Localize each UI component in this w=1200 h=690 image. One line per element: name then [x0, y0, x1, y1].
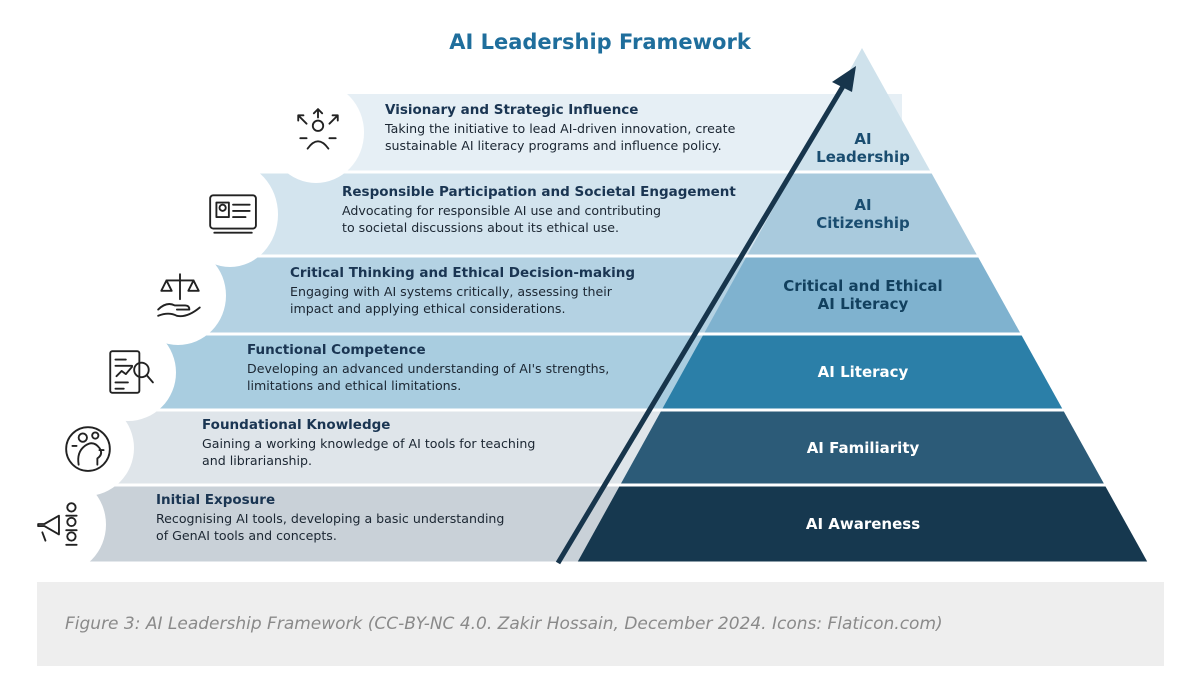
tier-desc-line: Engaging with AI systems critically, ass…: [290, 284, 612, 299]
tier-desc-line: Developing an advanced understanding of …: [247, 361, 610, 376]
tier-label-line: AI Literacy: [817, 363, 909, 381]
megaphone-people-icon: [10, 474, 106, 574]
tier-label-line: AI Familiarity: [806, 438, 920, 457]
tier-ribbon: [70, 486, 660, 562]
tier-label-line: AI Literacy: [817, 295, 909, 313]
growth-arrow-head: [832, 66, 856, 92]
tier-label-line: AI: [854, 196, 872, 214]
tier-desc: Engaging with AI systems critically, ass…: [290, 283, 720, 317]
tier-desc-line: and librarianship.: [202, 453, 312, 468]
tier-label-line: Critical and Ethical: [783, 277, 943, 295]
tier-heading: Foundational Knowledge: [202, 417, 391, 433]
pyramid-tier: [620, 411, 1104, 484]
tier-ribbon: [242, 173, 833, 255]
pyramid-tier: [747, 173, 977, 255]
tier-desc-line: Recognising AI tools, developing a basic…: [156, 511, 505, 526]
tier-heading: Functional Competence: [247, 342, 426, 358]
growth-arrow: [555, 76, 851, 565]
pyramid-tier: [577, 486, 1148, 562]
strategy-arrows-person-icon: [268, 82, 364, 183]
tier-desc-line: Gaining a working knowledge of AI tools …: [202, 436, 536, 451]
pyramid-tier: [662, 335, 1063, 409]
tier-desc-line: of GenAI tools and concepts.: [156, 528, 337, 543]
tier-desc-line: to societal discussions about its ethica…: [342, 220, 620, 235]
tier-label-line: Leadership: [816, 148, 910, 166]
tier-ribbon: [98, 411, 701, 484]
figure-caption: Figure 3: AI Leadership Framework (CC-BY…: [65, 614, 943, 634]
caption-box: Figure 3: AI Leadership Framework (CC-BY…: [37, 582, 1164, 666]
tier-label: AI Familiarity: [743, 439, 983, 457]
tier-heading: Responsible Participation and Societal E…: [342, 184, 736, 200]
tier-text: Critical Thinking and Ethical Decision-m…: [290, 265, 720, 317]
tier-desc-line: limitations and ethical limitations.: [247, 378, 462, 393]
balance-scale-hand-icon: [130, 245, 226, 345]
tier-ribbon: [190, 257, 787, 333]
tier-desc-line: Taking the initiative to lead AI-driven …: [385, 121, 736, 136]
tier-desc: Recognising AI tools, developing a basic…: [156, 510, 586, 544]
tier-desc: Taking the initiative to lead AI-driven …: [385, 120, 815, 154]
tier-ribbon: [140, 335, 743, 409]
pyramid-tier: [794, 48, 931, 171]
pyramid-tier: [704, 257, 1020, 333]
tier-label-line: Citizenship: [816, 214, 910, 232]
tier-desc-line: Advocating for responsible AI use and co…: [342, 203, 662, 218]
tier-desc: Developing an advanced understanding of …: [247, 360, 677, 394]
tier-desc: Gaining a working knowledge of AI tools …: [202, 435, 632, 469]
tier-heading: Critical Thinking and Ethical Decision-m…: [290, 265, 635, 281]
tier-heading: Initial Exposure: [156, 492, 276, 508]
tier-desc-line: sustainable AI literacy programs and inf…: [385, 138, 722, 153]
tier-label-line: AI: [854, 130, 872, 148]
tier-desc-line: impact and applying ethical consideratio…: [290, 301, 566, 316]
tier-label-line: AI Awareness: [805, 515, 921, 533]
figure-title: AI Leadership Framework: [449, 30, 751, 54]
tier-text: Responsible Participation and Societal E…: [342, 184, 772, 236]
tier-desc: Advocating for responsible AI use and co…: [342, 202, 772, 236]
tier-label: AI Literacy: [743, 363, 983, 381]
id-card-icon: [182, 161, 278, 267]
tier-heading: Visionary and Strategic Influence: [385, 102, 639, 118]
tier-label: AI Awareness: [743, 515, 983, 533]
